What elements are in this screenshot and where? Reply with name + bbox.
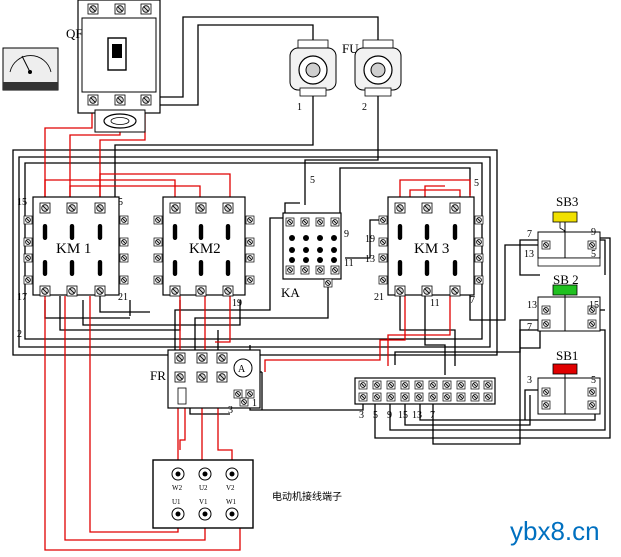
km2-label: KM2 <box>189 241 221 257</box>
qf-breaker <box>77 0 161 114</box>
motor-terminal-v2: V2 <box>226 484 235 492</box>
km1-terminal-5: 5 <box>118 197 123 208</box>
strip-terminal-9: 9 <box>387 410 392 421</box>
sb3-terminal-13: 13 <box>524 249 534 260</box>
sb3-label: SB3 <box>556 194 578 209</box>
button-sb2 <box>537 284 601 332</box>
motor-terminal-u2: U2 <box>199 484 208 492</box>
km1-terminal-15: 15 <box>17 197 27 208</box>
strip-terminal-15: 15 <box>398 410 408 421</box>
loop-terminal-2: 2 <box>17 329 22 340</box>
sb2-terminal-13: 13 <box>527 300 537 311</box>
fu-1-number: 1 <box>297 102 302 113</box>
km3-label: KM 3 <box>414 241 449 257</box>
contactor-km1 <box>23 196 129 297</box>
km3-terminal-7: 7 <box>470 295 475 306</box>
fr-terminal-1: 1 <box>252 398 257 409</box>
strip-terminal-13: 13 <box>412 410 422 421</box>
button-sb1 <box>537 363 601 415</box>
sb3-terminal-9: 9 <box>591 227 596 238</box>
red-wires <box>44 110 471 551</box>
motor-terminal-w1: W1 <box>226 498 237 506</box>
ka-terminal-5: 5 <box>310 175 315 186</box>
sb3-terminal-5: 5 <box>591 249 596 260</box>
button-sb3 <box>537 211 601 267</box>
contactor-km3 <box>378 196 484 297</box>
motor-terminal-u1: U1 <box>172 498 181 506</box>
ammeter-label: A <box>238 364 246 375</box>
sb1-terminal-5: 5 <box>591 375 596 386</box>
current-transformer <box>94 109 146 133</box>
terminal-numbers: 15 5 17 21 19 5 9 11 5 19 13 21 11 7 2 3… <box>17 175 599 416</box>
ka-terminal-9: 9 <box>344 229 349 240</box>
sb1-label: SB1 <box>556 348 578 363</box>
sb2-terminal-15: 15 <box>589 300 599 311</box>
fu-label: FU <box>342 41 359 56</box>
km3-terminal-21: 21 <box>374 292 384 303</box>
fr-terminal-3: 3 <box>228 405 233 416</box>
strip-terminal-5: 5 <box>373 410 378 421</box>
km3-terminal-5: 5 <box>474 178 479 189</box>
sb2-label: SB 2 <box>553 272 579 287</box>
fuse-1 <box>289 39 337 97</box>
km3-terminal-19: 19 <box>365 234 375 245</box>
relay-ka <box>282 212 342 288</box>
thermal-relay-fr <box>167 349 261 409</box>
fr-label: FR <box>150 368 166 383</box>
motor-terminal-w2: W2 <box>172 484 183 492</box>
motor-terminal-v1: V1 <box>199 498 208 506</box>
strip-terminal-7: 7 <box>430 410 435 421</box>
ka-terminal-11: 11 <box>344 258 354 269</box>
motor-terminal-box <box>152 459 254 529</box>
km1-terminal-21: 21 <box>118 292 128 303</box>
contactor-km2 <box>153 196 255 297</box>
sb3-terminal-7: 7 <box>527 229 532 240</box>
km3-terminal-13: 13 <box>365 254 375 265</box>
sb2-terminal-7: 7 <box>527 322 532 333</box>
km2-terminal-19: 19 <box>232 298 242 309</box>
watermark: ybx8.cn <box>510 516 600 546</box>
sb1-terminal-3: 3 <box>527 375 532 386</box>
terminal-strip <box>354 377 496 405</box>
fu-2-number: 2 <box>362 102 367 113</box>
km1-terminal-17: 17 <box>17 292 27 303</box>
ammeter-gauge <box>2 47 59 91</box>
motor-caption: 电动机接线端子 <box>272 490 342 503</box>
strip-terminal-3: 3 <box>359 410 364 421</box>
fuse-2 <box>354 39 402 97</box>
km3-terminal-11: 11 <box>430 298 440 309</box>
qf-label: QF <box>66 26 83 41</box>
ka-label: KA <box>281 285 300 300</box>
km1-label: KM 1 <box>56 241 91 257</box>
